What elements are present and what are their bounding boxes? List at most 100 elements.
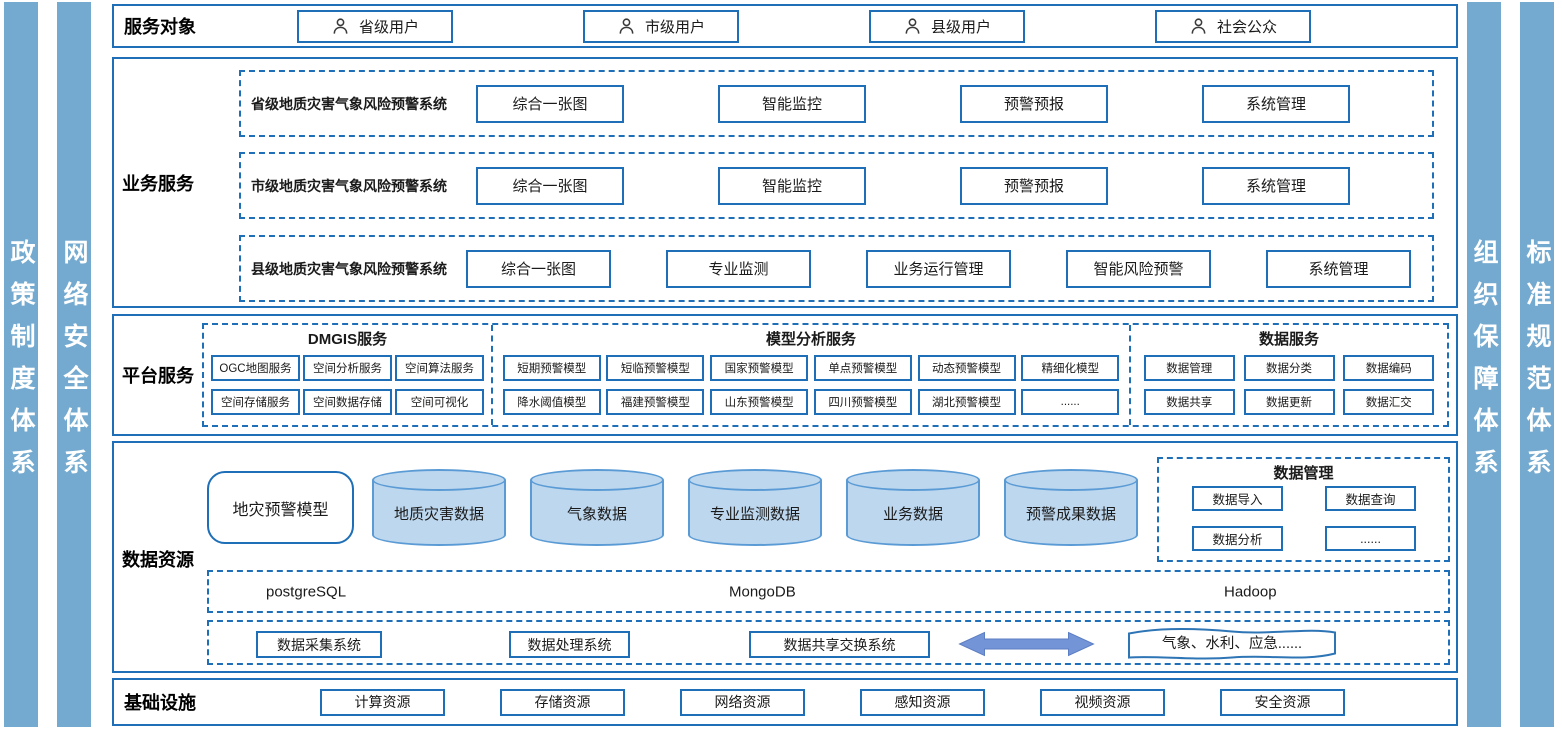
diagram-main-column: 服务对象 省级用户 市级用户 <box>112 0 1458 729</box>
provincial-system-box: 省级地质灾害气象风险预警系统 综合一张图 智能监控 预警预报 系统管理 <box>239 70 1434 137</box>
system-name: 市级地质灾害气象风险预警系统 <box>251 177 447 194</box>
platform-services-label: 平台服务 <box>122 366 194 386</box>
infrastructure-section: 基础设施 计算资源 存储资源 网络资源 感知资源 视频资源 安全资源 <box>112 678 1458 726</box>
cylinder-business-data: 业务数据 <box>846 469 980 546</box>
sidebar-organization-guarantee: 组织保障体系 <box>1467 2 1501 727</box>
platform-service-box: 国家预警模型 <box>710 355 809 381</box>
cylinder-top <box>846 469 980 491</box>
service-objects-label: 服务对象 <box>124 17 196 37</box>
service-objects-section: 服务对象 省级用户 市级用户 <box>112 4 1458 48</box>
disaster-warning-model-box: 地灾预警模型 <box>207 471 354 544</box>
sidebar-network-security: 网络安全体系 <box>57 2 91 727</box>
group-row: 短期预警模型 短临预警模型 国家预警模型 单点预警模型 动态预警模型 精细化模型 <box>497 351 1125 385</box>
data-management-item: 数据导入 <box>1192 486 1283 511</box>
cylinder-body <box>372 480 506 546</box>
user-box-label: 省级用户 <box>358 18 419 36</box>
platform-service-box: 降水阈值模型 <box>502 389 601 415</box>
platform-service-box: 动态预警模型 <box>917 355 1016 381</box>
cylinder-top <box>688 469 822 491</box>
module-box: 综合一张图 <box>466 249 611 288</box>
module-box: 系统管理 <box>1202 166 1350 205</box>
platform-service-box: 山东预警模型 <box>710 389 809 415</box>
system-name: 省级地质灾害气象风险预警系统 <box>251 95 447 112</box>
platform-service-box: 空间数据存储 <box>303 389 392 415</box>
platform-service-box: 数据共享 <box>1143 389 1235 415</box>
data-service-group: 数据服务 数据管理 数据分类 数据编码 数据共享 数据更新 数据汇交 <box>1129 325 1447 425</box>
user-box-county: 县级用户 <box>869 9 1025 43</box>
system-modules: 综合一张图 智能监控 预警预报 系统管理 <box>476 84 1350 123</box>
platform-service-box: 精细化模型 <box>1021 355 1120 381</box>
group-title: 数据服务 <box>1258 331 1319 348</box>
data-exchange-system-box: 数据共享交换系统 <box>749 631 930 658</box>
platform-service-box: 短期预警模型 <box>502 355 601 381</box>
infrastructure-boxes: 计算资源 存储资源 网络资源 感知资源 视频资源 安全资源 <box>320 688 1345 716</box>
infra-box-network: 网络资源 <box>680 688 805 716</box>
cylinder-top <box>530 469 664 491</box>
module-box: 预警预报 <box>960 84 1108 123</box>
data-processing-system-box: 数据处理系统 <box>509 631 630 658</box>
platform-service-box: 数据更新 <box>1243 389 1335 415</box>
user-icon <box>333 17 348 34</box>
user-box-public: 社会公众 <box>1155 9 1311 43</box>
dmgis-group: DMGIS服务 OGC地图服务 空间分析服务 空间算法服务 空间存储服务 空间数… <box>204 325 491 425</box>
user-boxes: 省级用户 市级用户 县级用户 <box>297 9 1311 43</box>
platform-service-box: OGC地图服务 <box>211 355 300 381</box>
module-box: 智能监控 <box>718 166 866 205</box>
external-sources-label: 气象、水利、应急...... <box>1161 636 1303 652</box>
cylinder-body <box>688 480 822 546</box>
data-resources-label: 数据资源 <box>122 550 194 570</box>
cylinder-label: 预警成果数据 <box>1025 506 1116 523</box>
user-box-label: 社会公众 <box>1216 18 1277 36</box>
system-modules: 综合一张图 智能监控 预警预报 系统管理 <box>476 166 1350 205</box>
platform-service-box: 空间分析服务 <box>303 355 392 381</box>
group-row: 数据共享 数据更新 数据汇交 <box>1135 385 1443 419</box>
cylinder-label: 业务数据 <box>882 506 943 523</box>
platform-services-section: 平台服务 DMGIS服务 OGC地图服务 空间分析服务 空间算法服务 空间存储服… <box>112 314 1458 436</box>
platform-service-box: 短临预警模型 <box>606 355 705 381</box>
county-system-box: 县级地质灾害气象风险预警系统 综合一张图 专业监测 业务运行管理 智能风险预警 … <box>239 235 1434 302</box>
data-management-item: 数据分析 <box>1192 526 1283 551</box>
user-box-provincial: 省级用户 <box>297 9 453 43</box>
municipal-system-box: 市级地质灾害气象风险预警系统 综合一张图 智能监控 预警预报 系统管理 <box>239 152 1434 219</box>
sidebar-network-label: 网络安全体系 <box>60 238 88 491</box>
database-name-postgresql: postgreSQL <box>266 583 347 600</box>
sidebar-policy-system: 政策制度体系 <box>4 2 38 727</box>
platform-service-box: 湖北预警模型 <box>917 389 1016 415</box>
model-analysis-group: 模型分析服务 短期预警模型 短临预警模型 国家预警模型 单点预警模型 动态预警模… <box>491 325 1129 425</box>
infrastructure-label: 基础设施 <box>124 693 196 713</box>
module-box: 系统管理 <box>1202 84 1350 123</box>
platform-service-box: 数据管理 <box>1143 355 1235 381</box>
user-icon <box>1191 17 1206 34</box>
platform-service-box: 空间算法服务 <box>395 355 484 381</box>
module-box: 智能风险预警 <box>1066 249 1211 288</box>
cylinder-body <box>1004 480 1138 546</box>
data-systems-box: 数据采集系统 数据处理系统 数据共享交换系统 气象、水利、应急...... <box>207 620 1450 665</box>
group-row: 降水阈值模型 福建预警模型 山东预警模型 四川预警模型 湖北预警模型 .....… <box>497 385 1125 419</box>
cylinder-label: 气象数据 <box>566 506 627 523</box>
external-sources-wave-shape <box>1128 628 1336 660</box>
data-collection-system-box: 数据采集系统 <box>256 631 382 658</box>
user-icon <box>905 17 920 34</box>
group-row: 数据管理 数据分类 数据编码 <box>1135 351 1443 385</box>
business-services-section: 业务服务 省级地质灾害气象风险预警系统 综合一张图 智能监控 预警预报 系统管理… <box>112 57 1458 308</box>
cylinder-body <box>530 480 664 546</box>
data-management-title: 数据管理 <box>1273 465 1334 482</box>
platform-service-box: 四川预警模型 <box>813 389 912 415</box>
data-management-item: ...... <box>1325 526 1416 551</box>
business-services-label: 业务服务 <box>122 173 194 194</box>
infra-box-video: 视频资源 <box>1040 688 1165 716</box>
cylinder-weather-data: 气象数据 <box>530 469 664 546</box>
module-box: 业务运行管理 <box>866 249 1011 288</box>
module-box: 系统管理 <box>1266 249 1411 288</box>
group-title: 模型分析服务 <box>765 331 856 348</box>
double-arrow-icon <box>958 631 1095 657</box>
data-management-box: 数据管理 数据导入 数据查询 数据分析 ...... <box>1157 457 1450 562</box>
sidebar-standards: 标准规范体系 <box>1520 2 1554 727</box>
data-cylinders: 地质灾害数据 气象数据 专业监测数据 业务数据 <box>372 469 1138 546</box>
sidebar-organization-label: 组织保障体系 <box>1470 238 1498 491</box>
platform-service-box: 空间可视化 <box>395 389 484 415</box>
data-management-grid: 数据导入 数据查询 数据分析 ...... <box>1192 486 1416 551</box>
cylinder-warning-result-data: 预警成果数据 <box>1004 469 1138 546</box>
cylinder-label: 专业监测数据 <box>709 506 800 523</box>
